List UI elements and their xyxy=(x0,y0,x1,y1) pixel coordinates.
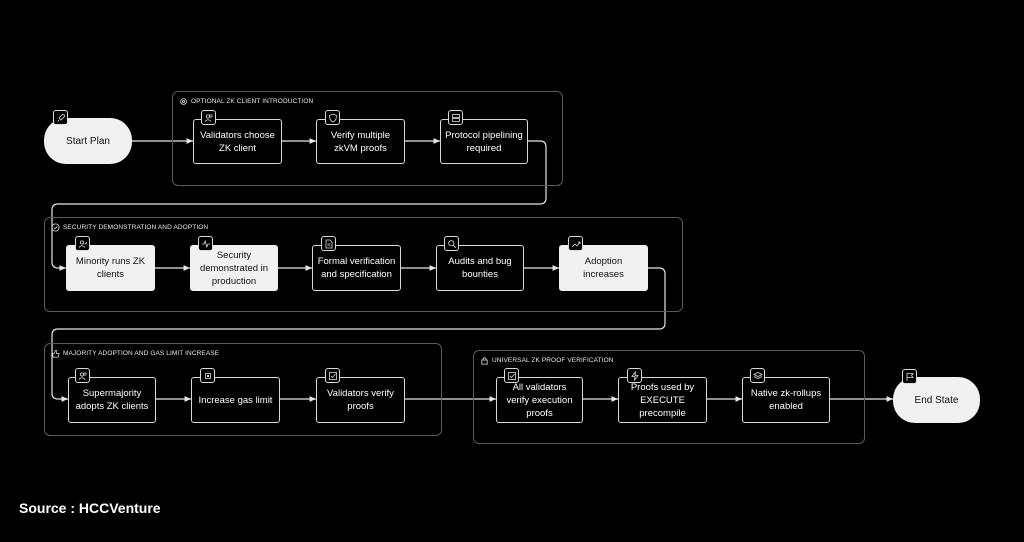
cpu-icon xyxy=(200,368,215,383)
group-title: Optional ZK client introduction xyxy=(191,98,314,105)
edge xyxy=(51,140,547,271)
zap-icon xyxy=(627,368,642,383)
node-label: Validators choose ZK client xyxy=(200,129,275,154)
node-proofs-used-by-execute[interactable]: Proofs used by EXECUTE precompile xyxy=(618,377,707,423)
node-label: Supermajority adopts ZK clients xyxy=(75,388,149,412)
node-increase-gas-limit[interactable]: Increase gas limit xyxy=(191,377,280,423)
group-title: Security demonstration and adoption xyxy=(63,224,209,231)
node-security-demonstrated[interactable]: Security demonstrated in production xyxy=(190,245,278,291)
node-native-zk-rollups[interactable]: Native zk-rollups enabled xyxy=(742,377,830,423)
node-label: All validators verify execution proofs xyxy=(506,381,573,419)
users-icon xyxy=(201,110,216,125)
lock-icon xyxy=(481,357,488,365)
end-label: End State xyxy=(914,394,959,406)
node-label: Native zk-rollups enabled xyxy=(750,388,822,412)
server-icon xyxy=(448,110,463,125)
node-supermajority-adopts[interactable]: Supermajority adopts ZK clients xyxy=(68,377,156,423)
node-label: Formal verification and specification xyxy=(317,256,396,280)
gear-icon xyxy=(180,98,187,105)
group-majority-adoption: Majority adoption and gas limit increase xyxy=(44,343,442,436)
users-icon xyxy=(75,368,90,383)
search-icon xyxy=(444,236,459,251)
node-label: Proofs used by EXECUTE precompile xyxy=(630,381,695,419)
user-check-icon xyxy=(75,236,90,251)
shield-icon xyxy=(325,110,340,125)
node-validators-verify-proofs[interactable]: Validators verify proofs xyxy=(316,377,405,423)
flag-icon xyxy=(902,369,917,384)
end-node[interactable]: End State xyxy=(893,377,980,423)
node-formal-verification[interactable]: Formal verification and specification xyxy=(312,245,401,291)
node-audits-and-bug-bounties[interactable]: Audits and bug bounties xyxy=(436,245,524,291)
check-circle-icon xyxy=(51,223,60,232)
node-label: Security demonstrated in production xyxy=(199,249,269,287)
activity-icon xyxy=(198,236,213,251)
check-square-icon xyxy=(325,368,340,383)
thumbs-up-icon xyxy=(52,349,60,358)
check-square-icon xyxy=(504,368,519,383)
group-optional-zk-client: Optional ZK client introduction xyxy=(172,91,563,186)
node-label: Audits and bug bounties xyxy=(448,256,512,280)
rocket-icon xyxy=(53,110,68,125)
node-minority-runs-zk-clients[interactable]: Minority runs ZK clients xyxy=(66,245,155,291)
node-verify-multiple-zkvm-proofs[interactable]: Verify multiple zkVM proofs xyxy=(316,119,405,164)
node-label: Protocol pipelining required xyxy=(445,129,523,154)
start-label: Start Plan xyxy=(66,135,110,147)
start-node[interactable]: Start Plan xyxy=(44,118,132,164)
node-adoption-increases[interactable]: Adoption increases xyxy=(559,245,648,291)
node-label: Minority runs ZK clients xyxy=(75,256,146,280)
group-universal-zk-proof: Universal ZK proof verification xyxy=(473,350,865,444)
node-label: Adoption increases xyxy=(583,256,624,280)
node-label: Increase gas limit xyxy=(198,394,273,406)
node-protocol-pipelining-required[interactable]: Protocol pipelining required xyxy=(440,119,528,164)
group-title: Universal ZK proof verification xyxy=(492,357,614,364)
file-icon xyxy=(321,236,336,251)
edge xyxy=(51,267,666,402)
group-title: Majority adoption and gas limit increase xyxy=(63,350,220,357)
group-security-demonstration: Security demonstration and adoption xyxy=(44,217,683,312)
trending-up-icon xyxy=(568,236,583,251)
node-validators-choose-zk-client[interactable]: Validators choose ZK client xyxy=(193,119,282,164)
node-label: Verify multiple zkVM proofs xyxy=(330,129,391,154)
node-label: Validators verify proofs xyxy=(327,388,394,412)
source-caption: Source : HCCVenture xyxy=(19,500,161,516)
node-all-validators-verify[interactable]: All validators verify execution proofs xyxy=(496,377,583,423)
layers-icon xyxy=(750,368,765,383)
